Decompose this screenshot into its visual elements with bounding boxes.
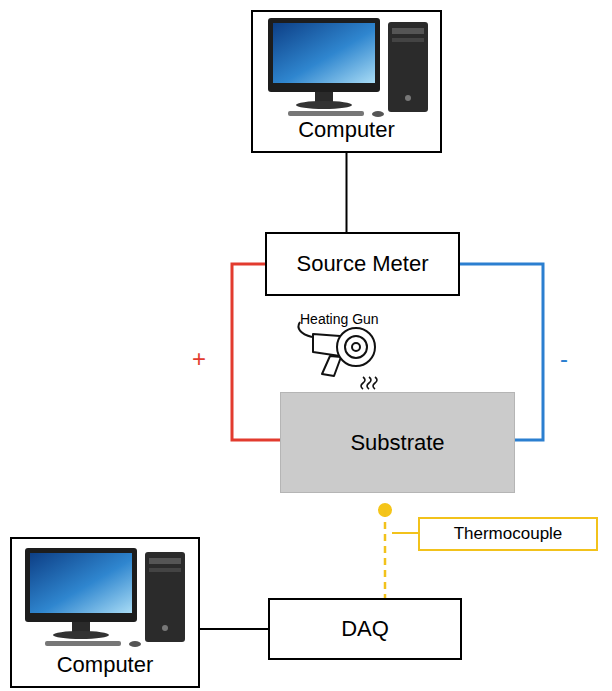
polarity-label: + (192, 345, 206, 373)
instrument-box: Source Meter (265, 232, 460, 296)
instrument-box: DAQ (268, 598, 462, 660)
heat-waves (361, 377, 377, 389)
sensor-label-box: Thermocouple (418, 517, 598, 551)
data-cable (346, 153, 348, 232)
node-text: Source Meter (296, 251, 428, 277)
node-text: Computer (298, 117, 395, 143)
computer-box: Computer (251, 10, 442, 153)
heating-gun-icon (299, 322, 376, 376)
substrate-block: Substrate (280, 392, 515, 493)
node-text: Thermocouple (454, 524, 563, 544)
device-label: Heating Gun (300, 311, 379, 327)
computer-icon (25, 548, 185, 647)
thermocouple-wire (384, 510, 387, 598)
computer-icon (268, 18, 428, 117)
data-cable (200, 628, 268, 630)
node-text: Substrate (350, 430, 444, 456)
node-text: Computer (57, 652, 154, 678)
polarity-label: - (560, 345, 568, 373)
computer-box: Computer (10, 537, 200, 688)
node-text: DAQ (341, 616, 389, 642)
leader-line (392, 532, 418, 534)
